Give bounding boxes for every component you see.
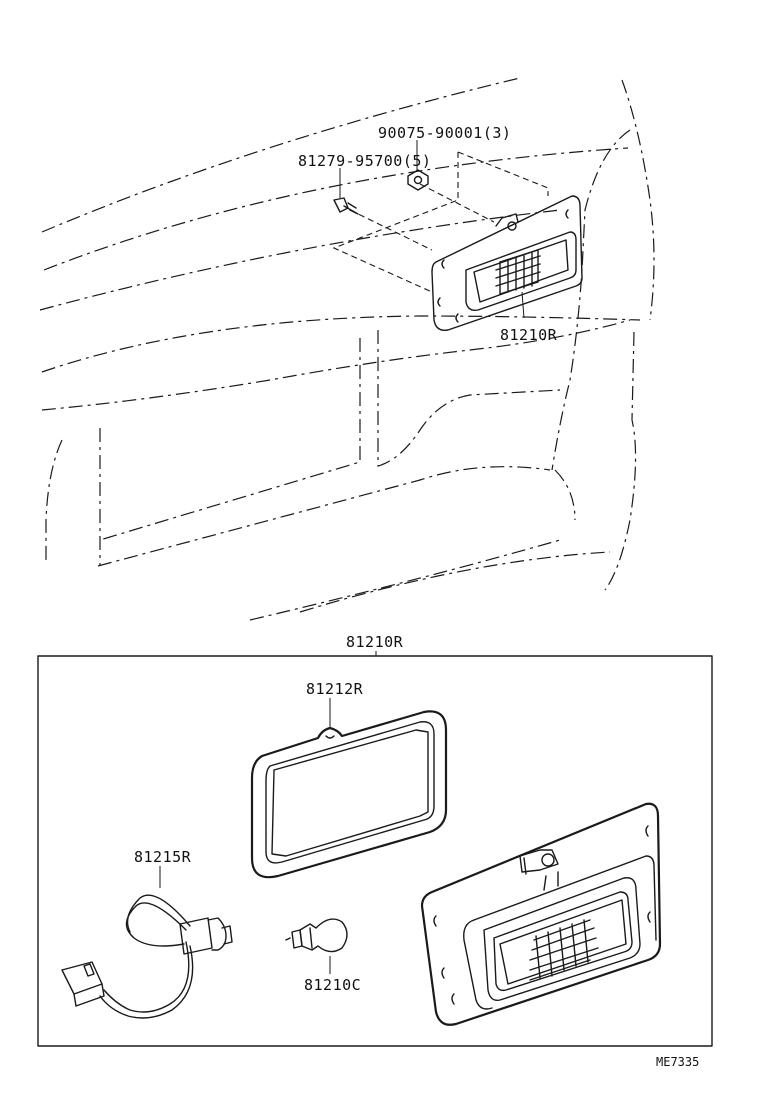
screw-icon: [333, 197, 359, 215]
label-lamp-installed: 81210R: [500, 326, 558, 344]
bulb-part: [285, 918, 348, 953]
socket-wire-part: [61, 894, 233, 1019]
lens-gasket-part: [250, 710, 448, 879]
installed-lamp-assembly: [431, 195, 583, 331]
vehicle-rear-outline: [39, 77, 655, 621]
label-socket-wire: 81215R: [134, 848, 192, 866]
label-screw: 81279-95700(5): [298, 152, 431, 170]
lamp-housing-part: [420, 802, 662, 1026]
diagram-ref-code: ME7335: [656, 1055, 699, 1069]
leader-lamp-installed: [521, 291, 525, 319]
label-lens: 81212R: [306, 680, 364, 698]
nut-icon: [407, 169, 429, 191]
label-lamp-box: 81210R: [346, 633, 404, 651]
label-nut: 90075-90001(3): [378, 124, 511, 142]
exploded-view-frame: [37, 655, 713, 1047]
label-bulb: 81210C: [304, 976, 361, 994]
mounting-explode-lines: [332, 151, 549, 293]
